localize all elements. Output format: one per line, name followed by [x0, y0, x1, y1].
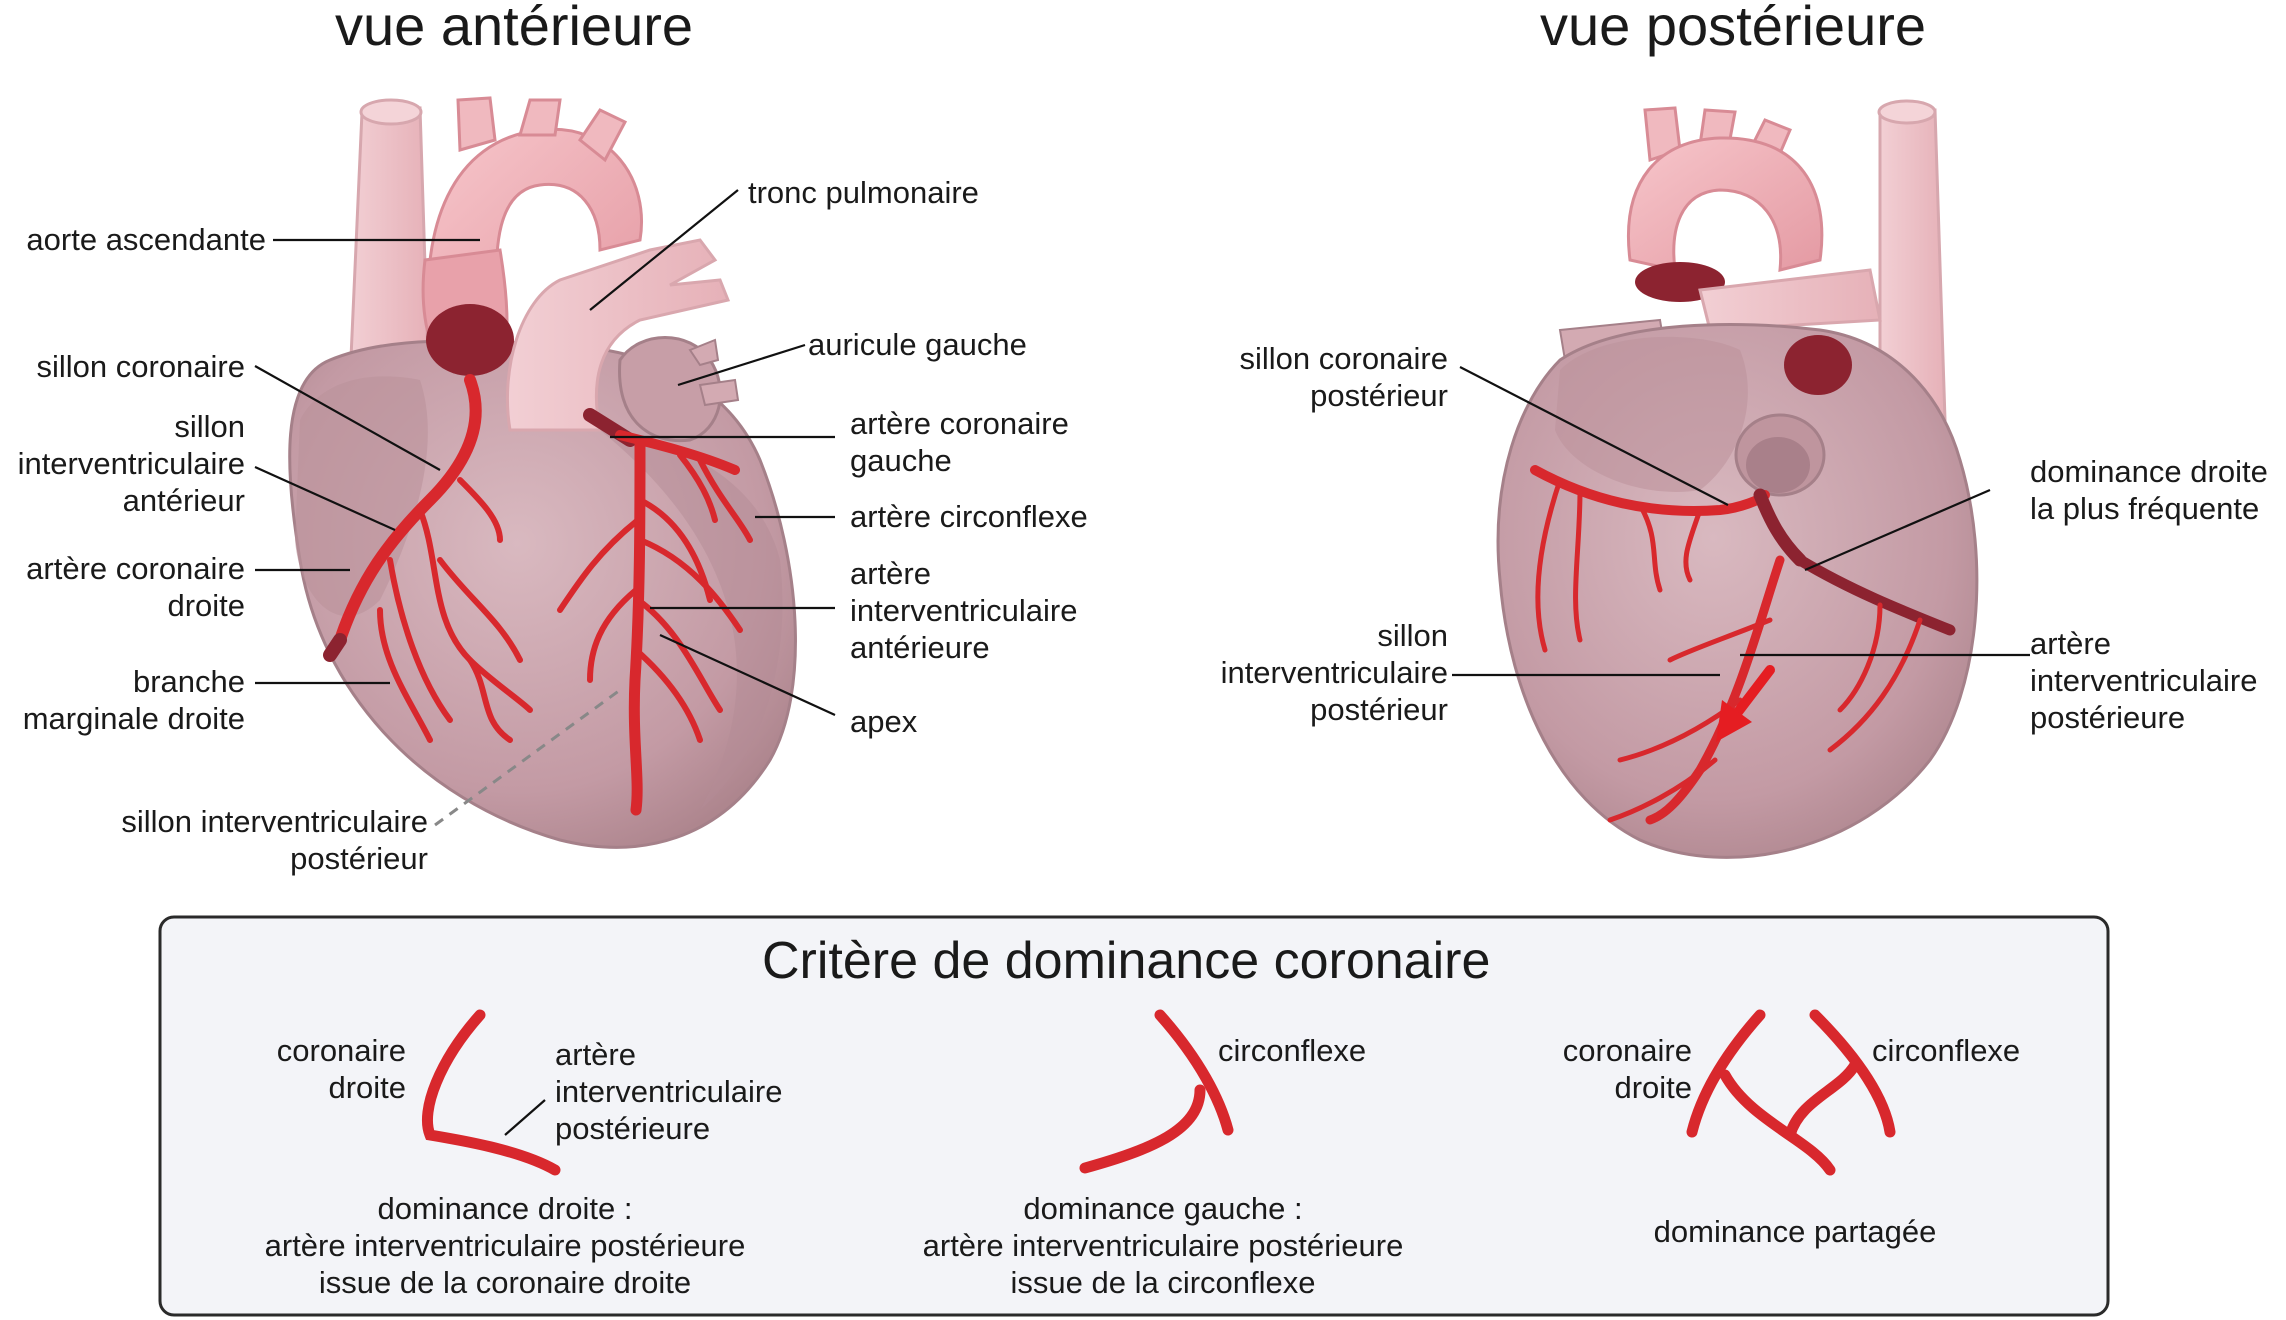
label-artere-coronaire-droite: artère coronaire droite	[26, 551, 245, 623]
right-coronary-artery	[334, 374, 482, 646]
label-auricule-gauche: auricule gauche	[808, 327, 1027, 362]
flow-arrow	[1733, 665, 1775, 717]
leader-lines	[254, 189, 2030, 717]
vena-cava	[348, 106, 430, 382]
posterior-view-title: vue postérieure	[1540, 0, 1927, 57]
left-auricle	[618, 336, 722, 443]
label-artere-circonflexe: artère circonflexe	[850, 499, 1088, 534]
shared-dom-coronaire-label: coronaire droite	[1562, 1033, 1692, 1105]
right-dom-coronaire-label: coronaire droite	[276, 1033, 406, 1105]
left-dominance-diagram	[1079, 1009, 1234, 1174]
label-tronc-pulmonaire: tronc pulmonaire	[748, 175, 979, 210]
dashed-leader	[434, 688, 621, 827]
dominance-box-title: Critère de dominance coronaire	[762, 932, 1491, 990]
anterior-heart	[288, 96, 797, 849]
right-dom-caption: dominance droite : artère interventricul…	[264, 1191, 746, 1300]
label-sillon-iv-posterieur: sillon interventriculaire postérieur	[1220, 618, 1448, 727]
aortic-root	[426, 304, 514, 376]
right-dom-ivp-label: artère interventriculaire postérieure	[555, 1037, 783, 1146]
anterior-view-title: vue antérieure	[335, 0, 694, 57]
label-sillon-coronaire: sillon coronaire	[36, 349, 246, 384]
shared-dominance-diagram	[1686, 1009, 1896, 1176]
shared-dom-caption: dominance partagée	[1653, 1214, 1937, 1249]
label-aorte-ascendante: aorte ascendante	[26, 222, 266, 257]
pulmonary-trunk	[506, 238, 731, 432]
label-artere-iv-anterieure: artère interventriculaire antérieure	[850, 556, 1078, 665]
left-dom-circonflexe-label: circonflexe	[1218, 1033, 1367, 1068]
label-sillon-iv-posterieur-ant: sillon interventriculaire postérieur	[121, 804, 428, 876]
label-branche-marginale: branche marginale droite	[22, 664, 245, 736]
label-apex: apex	[850, 704, 918, 739]
label-artere-iv-posterieure: artère interventriculaire postérieure	[2030, 626, 2258, 735]
left-dom-caption: dominance gauche : artère interventricul…	[922, 1191, 1404, 1300]
lad-artery	[628, 439, 646, 816]
dominance-box	[158, 915, 2110, 1317]
circumflex-artery	[615, 430, 740, 475]
posterior-heart	[1496, 99, 1979, 859]
right-dominance-diagram	[421, 1009, 561, 1176]
shared-dom-circonflexe-label: circonflexe	[1872, 1033, 2021, 1068]
label-sillon-coronaire-posterieur: sillon coronaire postérieur	[1239, 341, 1449, 413]
label-dominance-droite-frequente: dominance droite la plus fréquente	[2030, 454, 2268, 526]
label-artere-coronaire-gauche: artère coronaire gauche	[850, 406, 1069, 478]
label-sillon-iv-anterieur: sillon interventriculaire antérieur	[17, 409, 245, 518]
